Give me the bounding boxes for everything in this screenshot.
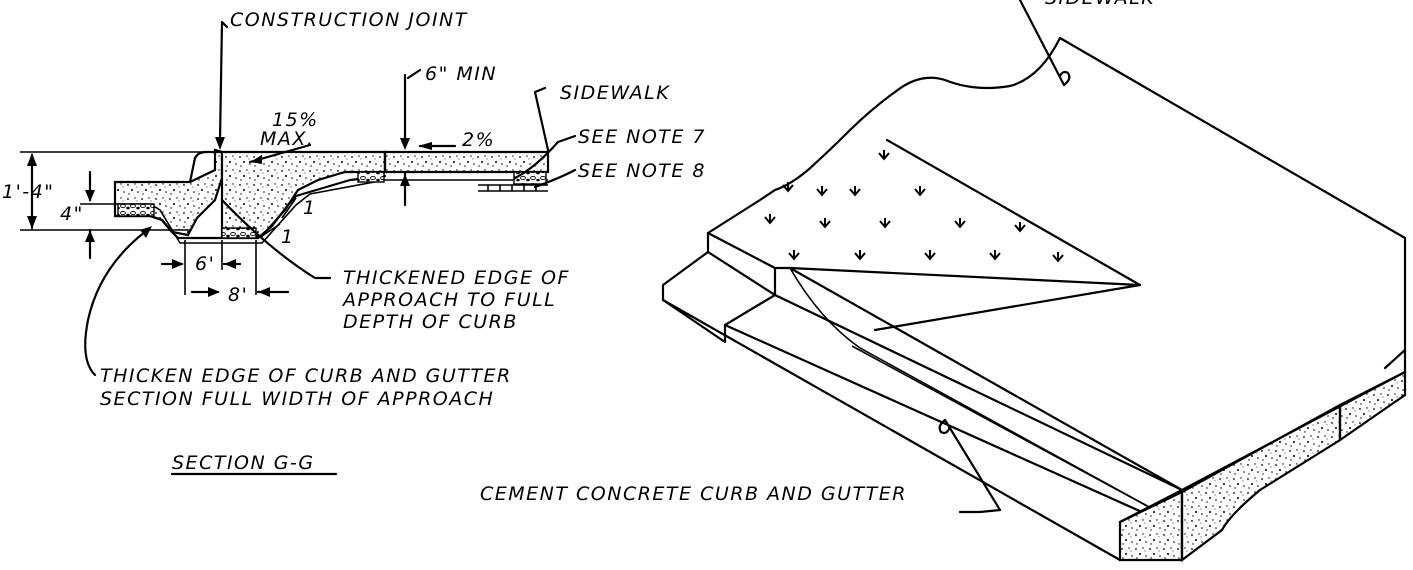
sidewalk-slab — [383, 150, 550, 174]
section-g-g: CONSTRUCTION JOINT 6" MIN SIDEWALK 15% M… — [2, 9, 706, 476]
note-8-material — [478, 184, 548, 192]
curb-gutter-label: CEMENT CONCRETE CURB AND GUTTER — [480, 483, 907, 505]
slope-15-label: 15% — [272, 109, 319, 131]
slope-2-label: 2% — [462, 129, 495, 151]
isometric-view: SIDEWALK CEMENT CONCRETE CURB AND GUTTER — [480, 0, 1407, 563]
thicken-curb-line2: SECTION FULL WIDTH OF APPROACH — [100, 388, 494, 410]
see-note-7-label: SEE NOTE 7 — [578, 126, 706, 148]
dim-8-label: 8' — [228, 284, 248, 306]
thickened-edge-line3: DEPTH OF CURB — [343, 311, 518, 333]
slope-max-label: MAX. — [260, 128, 314, 150]
thickened-edge-line1: THICKENED EDGE OF — [343, 267, 570, 289]
section-title: SECTION G-G — [172, 452, 315, 474]
six-inch-min-label: 6" MIN — [425, 63, 497, 85]
dim-6-label: 6' — [195, 253, 215, 275]
sidewalk-label: SIDEWALK — [560, 82, 670, 104]
thicken-curb-line1: THICKEN EDGE OF CURB AND GUTTER — [100, 365, 512, 387]
thickened-edge-line2: APPROACH TO FULL — [341, 289, 556, 311]
height-total-label: 1'-4" — [2, 181, 55, 203]
slope-ratio-bottom: 1 — [281, 226, 295, 248]
see-note-8-label: SEE NOTE 8 — [578, 160, 706, 182]
drainage-arrows — [764, 150, 1064, 263]
construction-joint-label: CONSTRUCTION JOINT — [230, 9, 468, 31]
curb-gutter-section — [113, 148, 224, 237]
slope-ratio-top: 1 — [303, 197, 317, 219]
height-4in-label: 4" — [60, 203, 84, 225]
iso-sidewalk-label: SIDEWALK — [1045, 0, 1155, 9]
